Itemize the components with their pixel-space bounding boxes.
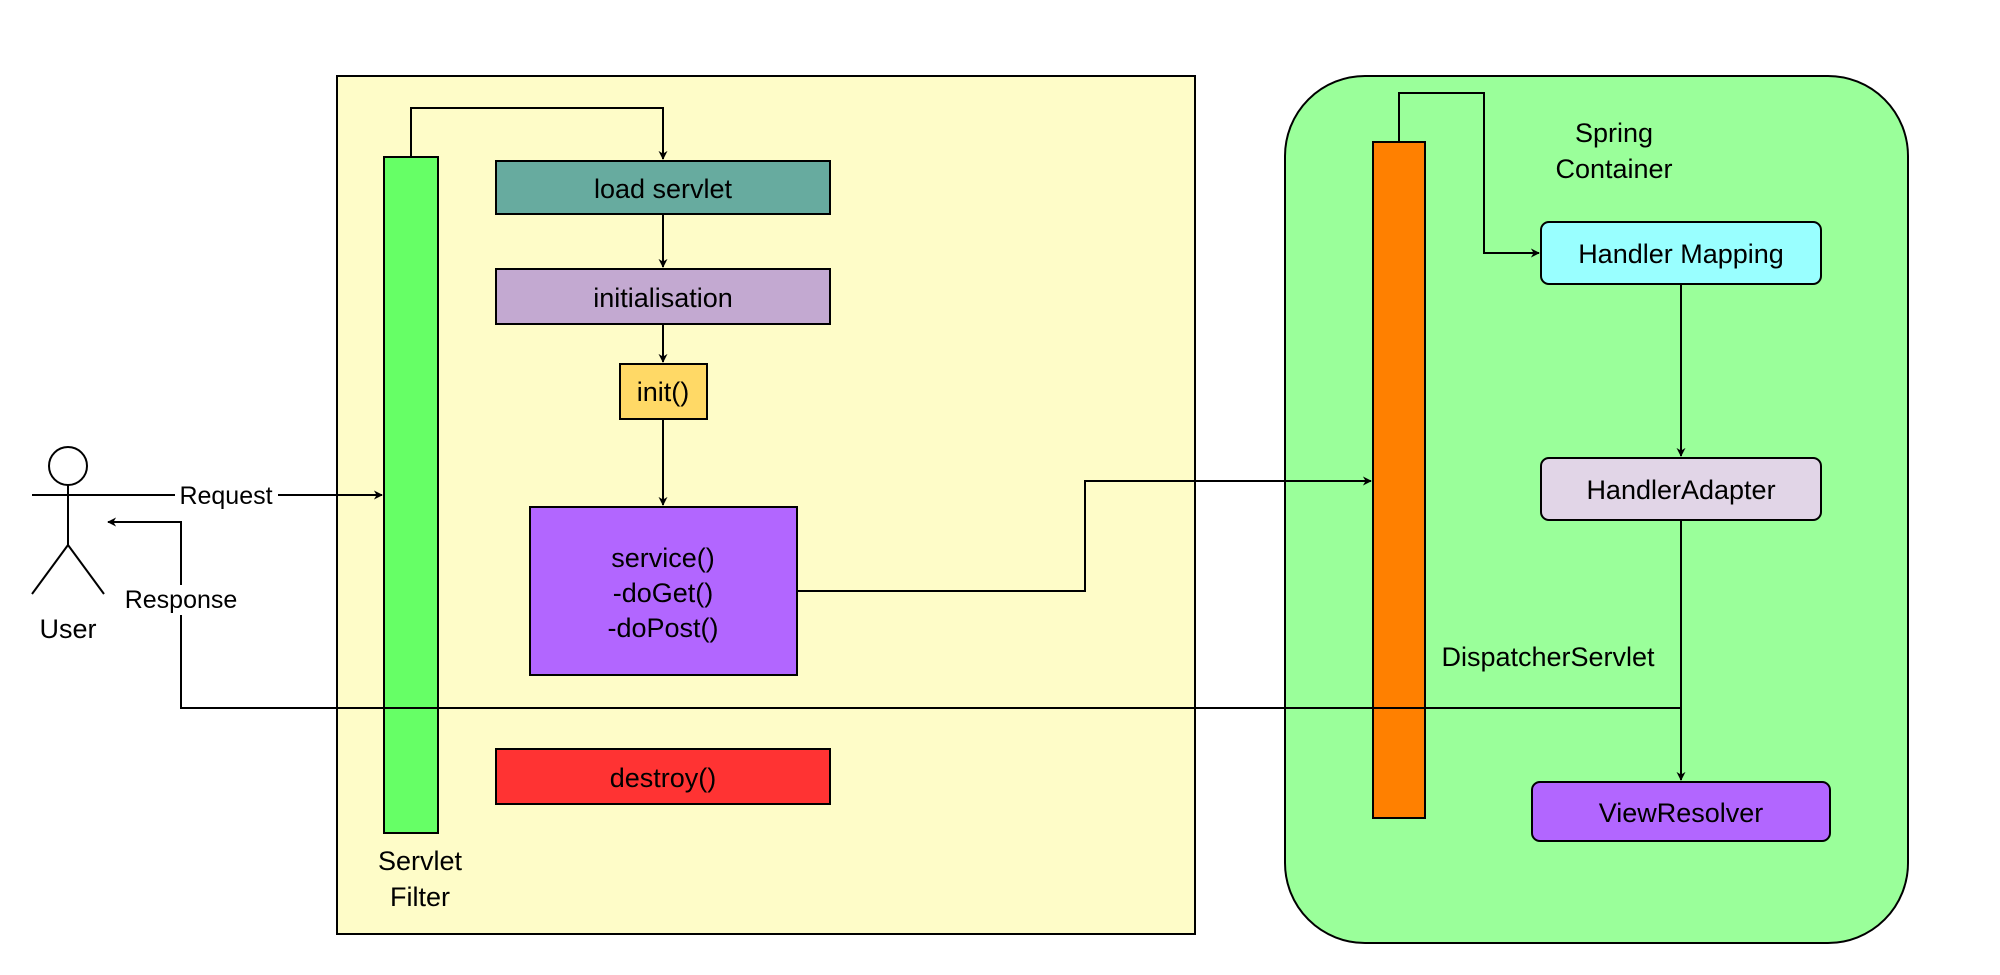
service-label-line2: -doGet() [613, 578, 714, 608]
request-label: Request [179, 482, 272, 510]
servlet-filter-label-line2: Filter [390, 882, 450, 912]
edge-dispatcher-to-handler-mapping [1398, 92, 1540, 258]
initialisation-label: initialisation [593, 283, 733, 313]
view-resolver-label: ViewResolver [1599, 798, 1764, 828]
service-box [529, 506, 798, 676]
spring-container-title-line2: Container [1555, 154, 1672, 184]
handler-adapter-label: HandlerAdapter [1586, 475, 1775, 505]
edge-service-to-dispatcher [797, 476, 1372, 592]
load-servlet-box [495, 160, 831, 215]
user-actor-icon [31, 446, 105, 595]
init-method-label: init() [637, 377, 690, 407]
spring-container-title-line1: Spring [1575, 118, 1653, 148]
service-label-line1: service() [611, 543, 715, 573]
initialisation-box [495, 268, 831, 325]
destroy-box [495, 748, 831, 805]
user-label: User [39, 614, 96, 644]
dispatcher-servlet-bar [1372, 141, 1426, 819]
response-label: Response [125, 586, 238, 614]
load-servlet-label: load servlet [594, 174, 733, 204]
view-resolver-box [1531, 781, 1831, 842]
handler-mapping-label: Handler Mapping [1578, 239, 1784, 269]
edge-filter-to-load [410, 107, 668, 160]
destroy-label: destroy() [610, 763, 717, 793]
service-label-line3: -doPost() [607, 613, 718, 643]
dispatcher-servlet-label: DispatcherServlet [1441, 642, 1655, 672]
request-label-bg [175, 480, 278, 510]
servlet-filter-bar [383, 156, 439, 834]
servlet-filter-label-line1: Servlet [378, 846, 463, 876]
response-label-bg [117, 585, 245, 615]
